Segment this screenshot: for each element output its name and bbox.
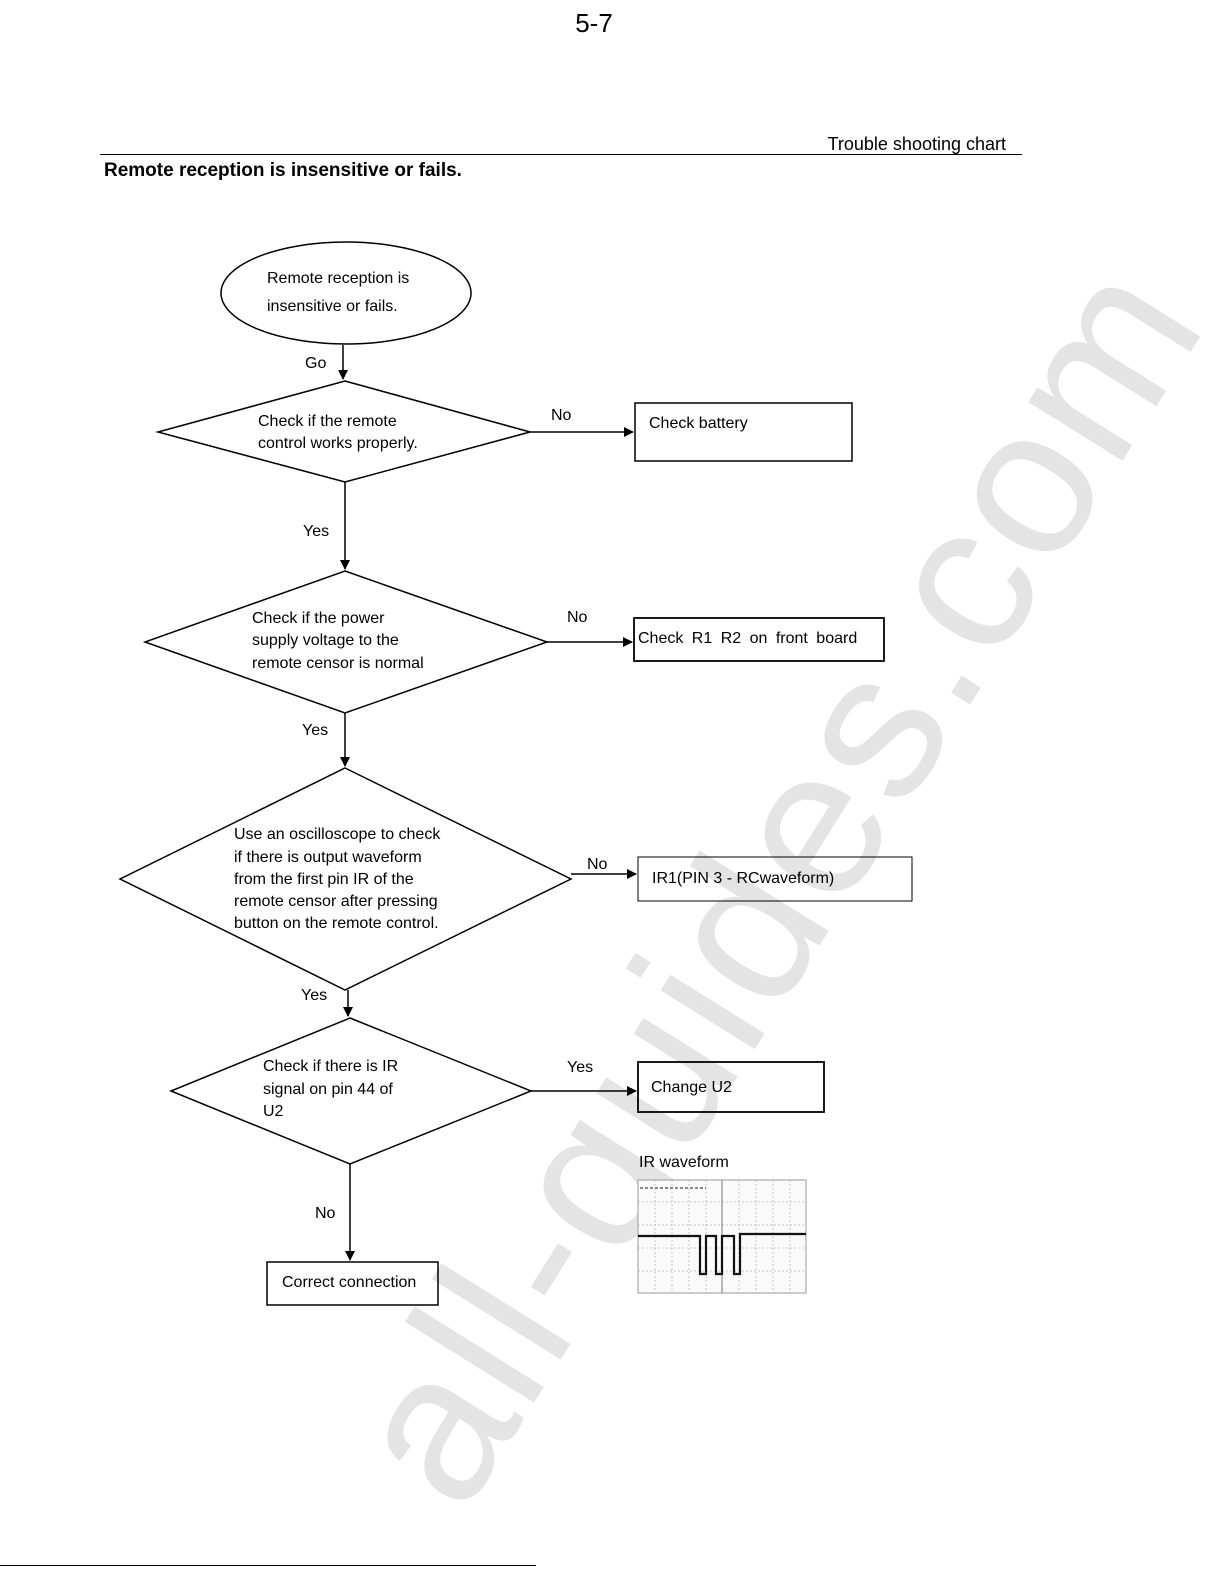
start-line-2: insensitive or fails. (267, 298, 398, 315)
label-no-4: No (315, 1205, 336, 1222)
action-correct-connection-text: Correct connection (282, 1274, 417, 1291)
decision-power-supply-line-1: Check if the power (252, 610, 385, 627)
header-rule (100, 154, 1022, 155)
start-ellipse (220, 241, 472, 345)
decision-remote-works-line-2: control works properly. (258, 435, 418, 452)
action-ir1-box (637, 856, 913, 902)
decision-oscilloscope-line-3: from the first pin IR of the (234, 871, 414, 888)
action-ir1-text: IR1(PIN 3 - RCwaveform) (652, 870, 835, 887)
decision-oscilloscope-shape (118, 767, 573, 991)
action-check-r1r2-box (633, 617, 885, 662)
label-yes-2: Yes (302, 722, 329, 739)
label-go: Go (305, 355, 327, 372)
page-number: 5-7 (575, 8, 613, 38)
label-no-1: No (551, 407, 572, 424)
label-yes-3: Yes (301, 987, 328, 1004)
page-heading: Remote reception is insensitive or fails… (104, 160, 462, 181)
decision-ir-signal-line-2: signal on pin 44 of (263, 1081, 393, 1098)
action-check-battery-text: Check battery (649, 415, 748, 432)
action-change-u2-box (637, 1061, 825, 1113)
decision-oscilloscope-line-5: button on the remote control. (234, 915, 439, 932)
label-no-2: No (567, 609, 588, 626)
action-change-u2-text: Change U2 (651, 1079, 732, 1096)
decision-ir-signal-line-1: Check if there is IR (263, 1058, 399, 1075)
decision-ir-signal-line-3: U2 (263, 1103, 284, 1120)
decision-power-supply-line-2: supply voltage to the (252, 632, 399, 649)
start-line-1: Remote reception is (267, 270, 410, 287)
decision-power-supply-line-3: remote censor is normal (252, 655, 424, 672)
decision-oscilloscope-line-4: remote censor after pressing (234, 893, 438, 910)
decision-oscilloscope-line-2: if there is output waveform (234, 849, 422, 866)
action-check-r1r2-text: Check R1 R2 on front board (638, 630, 858, 647)
label-yes-1: Yes (303, 523, 330, 540)
label-yes-4: Yes (567, 1059, 594, 1076)
decision-oscilloscope-line-1: Use an oscilloscope to check (234, 826, 441, 843)
header-label: Trouble shooting chart (827, 134, 1006, 154)
decision-remote-works-line-1: Check if the remote (258, 413, 397, 430)
label-no-3: No (587, 856, 608, 873)
action-correct-connection-box (266, 1261, 439, 1306)
footer-rule (0, 1565, 536, 1566)
waveform-caption: IR waveform (639, 1154, 729, 1171)
ir-waveform-image (637, 1179, 807, 1294)
action-check-battery-box (634, 402, 853, 462)
